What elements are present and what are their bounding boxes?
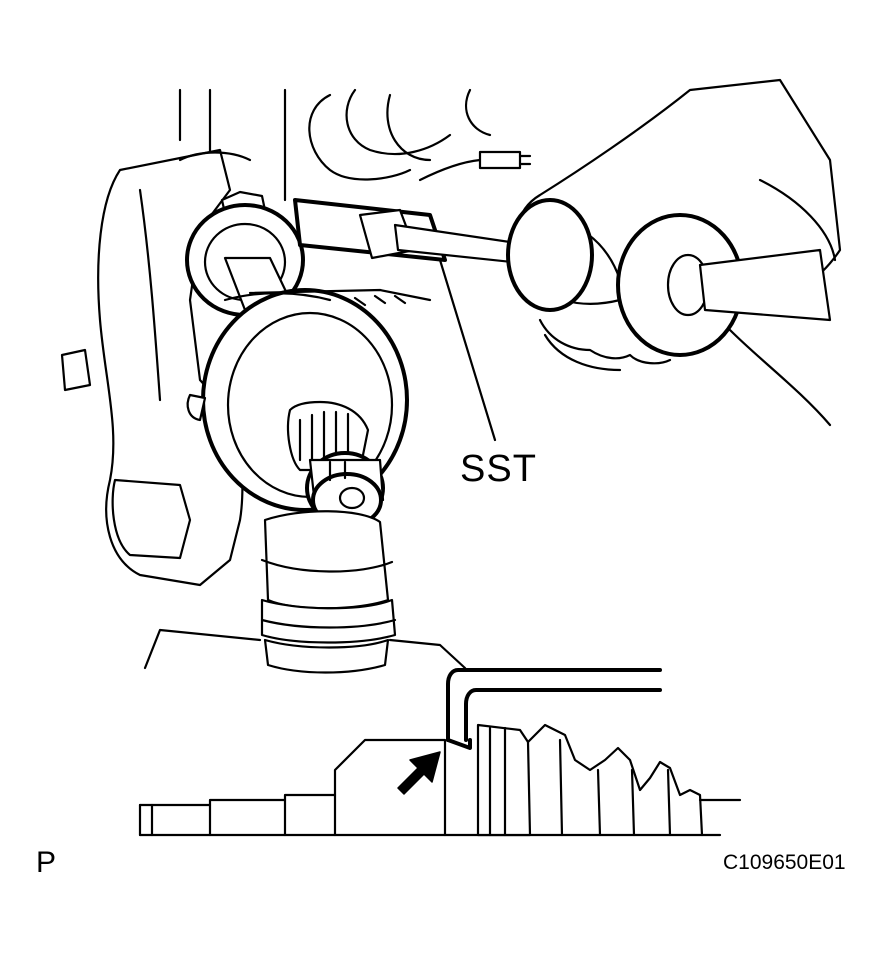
sst-label: SST [460,448,537,490]
lower-view-drawing [138,668,742,837]
location-arrow-icon [397,751,441,795]
view-marker-label: P [36,846,57,879]
figure-id-label: C109650E01 [723,851,846,874]
upper-view-drawing [60,78,842,674]
